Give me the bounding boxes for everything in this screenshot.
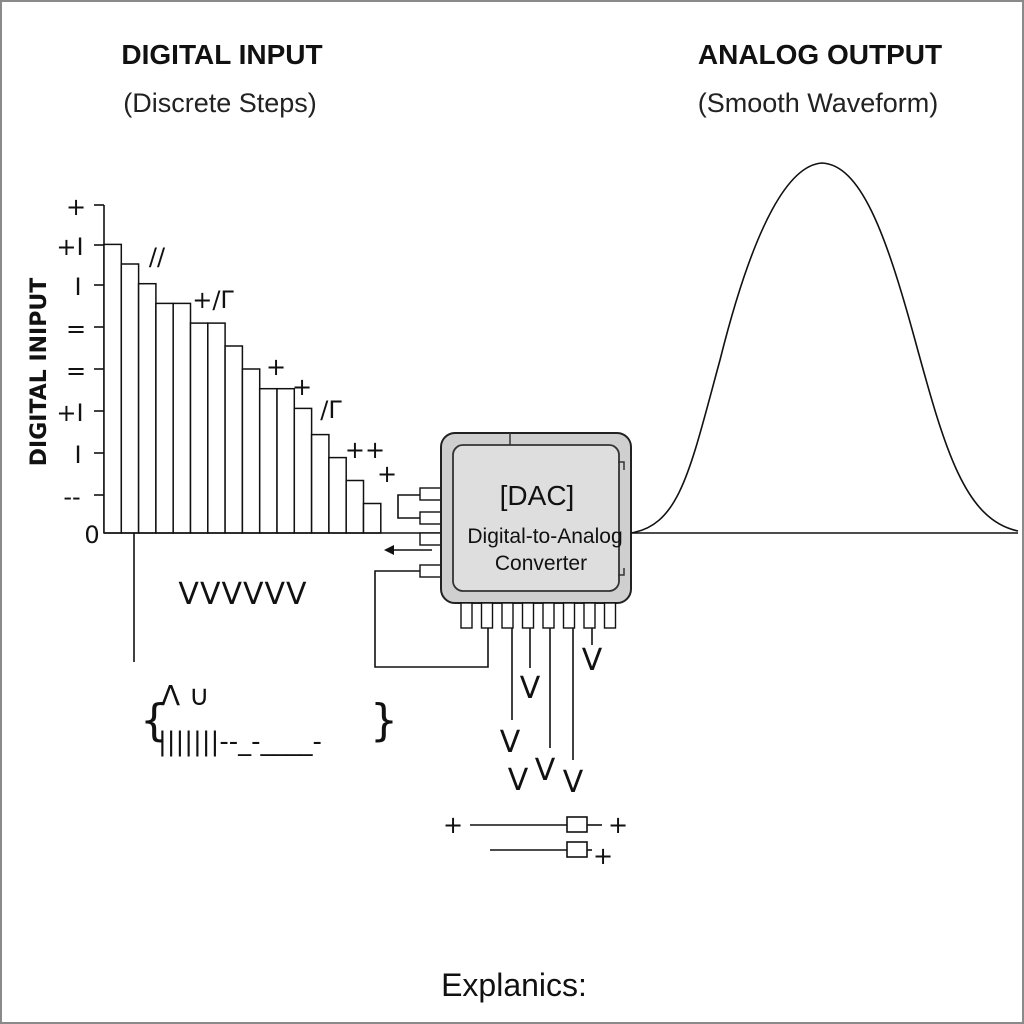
chip-pin (521, 602, 535, 629)
scatter-mark: + (266, 353, 286, 381)
v-mark: V (563, 765, 584, 800)
chip-pin (501, 602, 514, 629)
chip-pin (583, 602, 596, 629)
dac-chip: [DAC] Digital-to-Analog Converter (440, 432, 632, 604)
brace-top-text: Λ ∪ (161, 679, 210, 712)
chip-pin (480, 602, 494, 629)
chip-pins (460, 602, 617, 629)
plus-mark: + (443, 811, 463, 839)
analog-output-subtitle: (Smooth Waveform) (698, 88, 939, 118)
step-bar (328, 456, 347, 534)
side-mark: = (66, 357, 86, 385)
step-bar (172, 302, 192, 534)
side-mark: + (66, 193, 86, 221)
v-mark: V (520, 671, 541, 706)
step-bar (207, 322, 226, 534)
analog-output-title: ANALOG OUTPUT (698, 39, 942, 70)
plus-mark: + (593, 842, 613, 870)
scatter-mark: ++ (345, 436, 385, 464)
vvv-text: VVVVVV (178, 577, 307, 612)
step-bar (224, 345, 244, 534)
digital-input-subtitle: (Discrete Steps) (123, 88, 317, 118)
resistor-group: + + + (443, 811, 628, 870)
v-mark: V (582, 643, 603, 678)
step-bar (345, 479, 365, 534)
arrow-left-icon (384, 545, 394, 555)
dac-description-line2: Converter (495, 552, 587, 575)
chip-pin (562, 602, 576, 629)
step-bar (310, 433, 330, 534)
brace-group: { } Λ ∪ |||||||--_-____- (140, 679, 398, 757)
left-brace: { (140, 695, 168, 746)
chip-pin (603, 602, 617, 629)
scatter-mark: // (149, 243, 166, 271)
chip-pin (460, 602, 473, 629)
input-connectors (374, 487, 489, 668)
resistor-icon (566, 816, 588, 833)
step-bar (258, 387, 278, 534)
dac-description-line1: Digital-to-Analog (467, 525, 622, 548)
step-bar (137, 282, 157, 534)
side-mark: = (66, 315, 86, 343)
digital-input-title: DIGITAL INPUT (121, 39, 322, 70)
digital-step-bars (103, 243, 382, 534)
below-chip-lines: V V V V V V (500, 628, 603, 800)
v-mark: V (535, 753, 556, 788)
side-marks: + +I I = = +I I -- (56, 193, 86, 511)
resistor-icon (566, 841, 588, 858)
digital-y-axis (94, 204, 105, 533)
step-bar (120, 263, 140, 534)
plus-mark: + (608, 811, 628, 839)
dac-title: [DAC] (500, 480, 575, 511)
scatter-mark: + (292, 373, 312, 401)
v-mark: V (508, 763, 529, 798)
footer-text: Explanics: (441, 967, 587, 1003)
step-bar (155, 302, 174, 534)
scatter-mark: /Γ (320, 396, 342, 424)
step-bar (241, 368, 261, 534)
analog-waveform (630, 162, 1019, 534)
step-bar (293, 407, 313, 534)
side-mark: I (74, 441, 81, 469)
digital-axis-label: DIGITAL INIPUT (27, 278, 52, 466)
chip-pin (542, 602, 555, 629)
side-mark: +I (56, 233, 83, 261)
side-mark: I (74, 273, 81, 301)
origin-label: 0 (84, 521, 99, 549)
scatter-mark: +/Γ (192, 286, 234, 314)
right-brace: } (370, 695, 398, 746)
step-bar (362, 502, 382, 534)
step-bar (103, 243, 123, 534)
scatter-marks: // +/Γ + + /Γ ++ + (149, 243, 397, 488)
step-bar (276, 387, 296, 534)
scatter-mark: + (377, 460, 397, 488)
side-mark: -- (63, 483, 80, 511)
brace-bottom-text: |||||||--_-____- (158, 727, 322, 757)
step-bar (189, 322, 209, 534)
side-mark: +I (56, 399, 83, 427)
v-mark: V (500, 725, 521, 760)
